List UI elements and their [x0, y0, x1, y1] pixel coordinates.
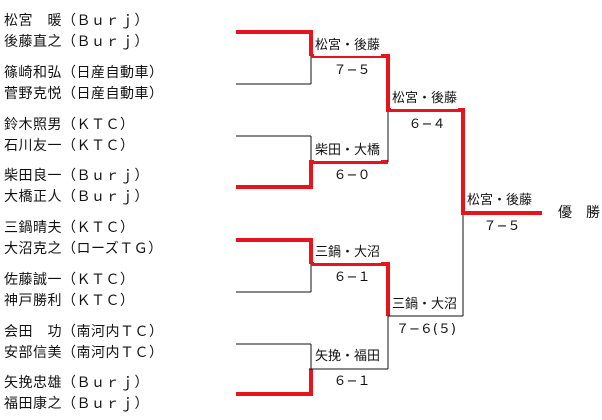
final-score: ７−５ [483, 219, 521, 234]
final-winner: 松宮・後藤 [466, 191, 534, 211]
r1-m2-winner: 柴田・大橋 [314, 141, 382, 161]
sf-top-winner: 松宮・後藤 [391, 89, 459, 109]
r1-m4-winner: 矢挽・福田 [314, 347, 382, 367]
player-name: 石川友一（ＫＴＣ） [4, 138, 135, 154]
r1-m3-winner: 三鍋・大沼 [314, 243, 382, 263]
player-name: 後藤直之（Ｂｕｒｊ） [4, 34, 149, 50]
player-name: 大沼克之（ローズＴＧ） [4, 241, 163, 257]
player-name: 福田康之（Ｂｕｒｊ） [4, 396, 149, 412]
sf-top-score: ６−４ [408, 117, 446, 132]
sf-bot-score: ７−６(５) [395, 322, 457, 337]
player-name: 佐藤誠一（ＫＴＣ） [4, 272, 135, 288]
player-name: 大橋正人（Ｂｕｒｊ） [4, 189, 149, 205]
player-name: 矢挽忠雄（Ｂｕｒｊ） [4, 375, 149, 391]
r1-m3-score: ６−１ [333, 270, 371, 285]
player-name: 神戸勝利（ＫＴＣ） [4, 293, 135, 309]
player-name: 菅野克悦（日産自動車） [4, 86, 164, 102]
player-name: 鈴木照男（ＫＴＣ） [4, 117, 135, 133]
player-name: 篠崎和弘（日産自動車） [4, 65, 164, 81]
player-name: 松宮 暖（Ｂｕｒｊ） [4, 13, 149, 29]
player-name: 柴田良一（Ｂｕｒｊ） [4, 168, 149, 184]
champion-label: 優 勝 [558, 205, 600, 221]
sf-bot-winner: 三鍋・大沼 [391, 295, 459, 315]
player-name: 会田 功（南河内ＴＣ） [4, 324, 164, 340]
r1-m1-score: ７−５ [333, 63, 371, 78]
player-name: 安部信美（南河内ＴＣ） [4, 345, 164, 361]
r1-m1-winner: 松宮・後藤 [314, 36, 382, 56]
r1-m4-score: ６−１ [333, 374, 371, 389]
r1-m2-score: ６−０ [333, 168, 371, 183]
player-name: 三鍋晴夫（ＫＴＣ） [4, 220, 135, 236]
